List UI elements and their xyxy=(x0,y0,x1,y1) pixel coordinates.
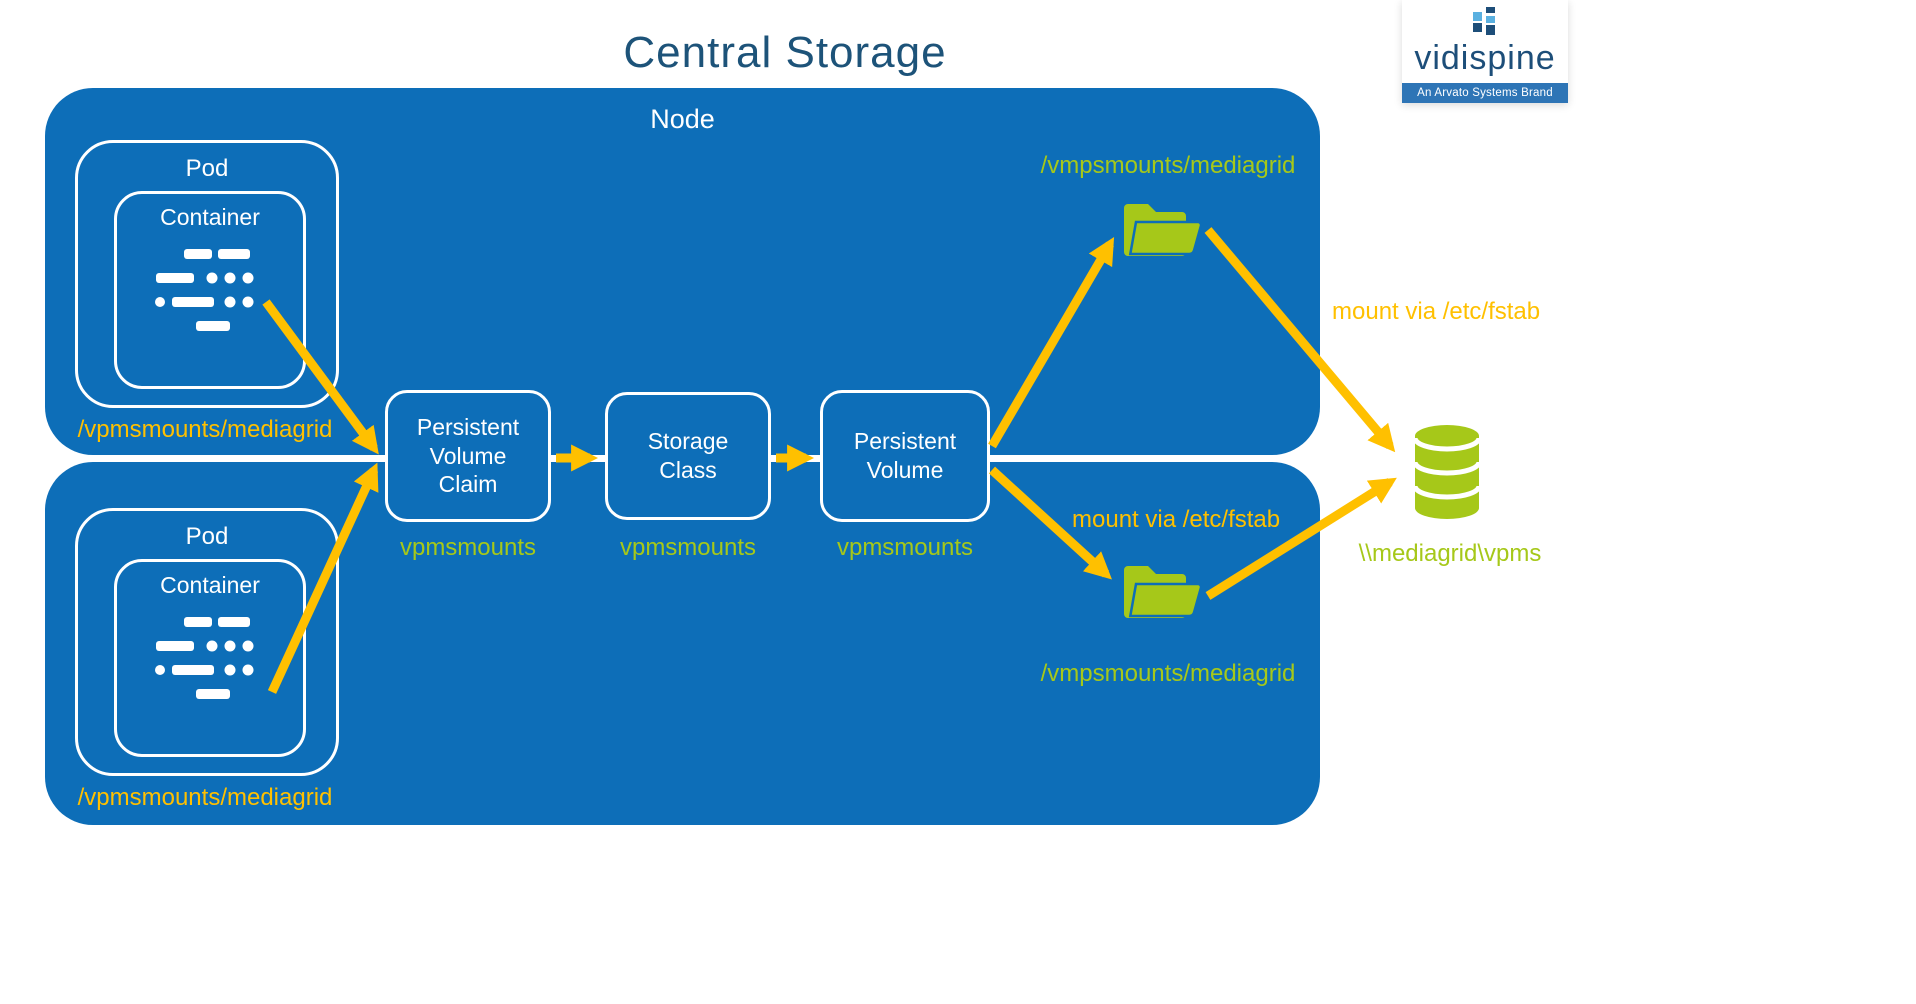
bottom-folder-path: /vmpsmounts/mediagrid xyxy=(1040,660,1296,687)
persistent-volume-claim-box: Persistent Volume Claim xyxy=(385,390,551,522)
storage-class-label: Storage Class xyxy=(647,428,729,483)
persistent-volume-box: Persistent Volume xyxy=(820,390,990,522)
top-folder-path: /vmpsmounts/mediagrid xyxy=(1040,152,1296,179)
container-icon xyxy=(155,249,254,331)
persistent-volume-label: Persistent Volume xyxy=(853,428,957,483)
container-bottom: Container xyxy=(114,559,306,757)
vidispine-logo-icon xyxy=(1473,7,1495,35)
pod-bottom-mount-path: /vpmsmounts/mediagrid xyxy=(77,784,333,811)
storage-class-box: Storage Class xyxy=(605,392,771,520)
page-title: Central Storage xyxy=(623,28,947,77)
container-bottom-label: Container xyxy=(160,572,260,598)
container-top-label: Container xyxy=(160,204,260,230)
storage-target-label: \\mediagrid\vpms xyxy=(1358,540,1542,567)
storage-class-sublabel: vpmsmounts xyxy=(619,534,757,561)
vidispine-logo: vidispine An Arvato Systems Brand xyxy=(1402,0,1568,103)
pod-top-mount-path: /vpmsmounts/mediagrid xyxy=(77,416,333,443)
database-icon xyxy=(1412,425,1482,519)
persistent-volume-claim-label: Persistent Volume Claim xyxy=(416,413,520,498)
pv-sublabel: vpmsmounts xyxy=(836,534,974,561)
pvc-sublabel: vpmsmounts xyxy=(399,534,537,561)
mount-note-bottom: mount via /etc/fstab xyxy=(1072,506,1281,533)
pod-bottom-label: Pod xyxy=(185,523,229,550)
folder-icon xyxy=(1124,204,1203,256)
vidispine-tagline: An Arvato Systems Brand xyxy=(1402,82,1568,103)
vidispine-wordmark: vidispine xyxy=(1414,39,1556,77)
folder-icon xyxy=(1124,566,1203,618)
container-top: Container xyxy=(114,191,306,389)
pod-top-label: Pod xyxy=(185,155,229,182)
mount-note-top: mount via /etc/fstab xyxy=(1332,298,1541,325)
container-icon xyxy=(155,617,254,699)
pod-top: Pod Container xyxy=(75,140,339,408)
pod-bottom: Pod Container xyxy=(75,508,339,776)
node-label: Node xyxy=(650,104,715,134)
